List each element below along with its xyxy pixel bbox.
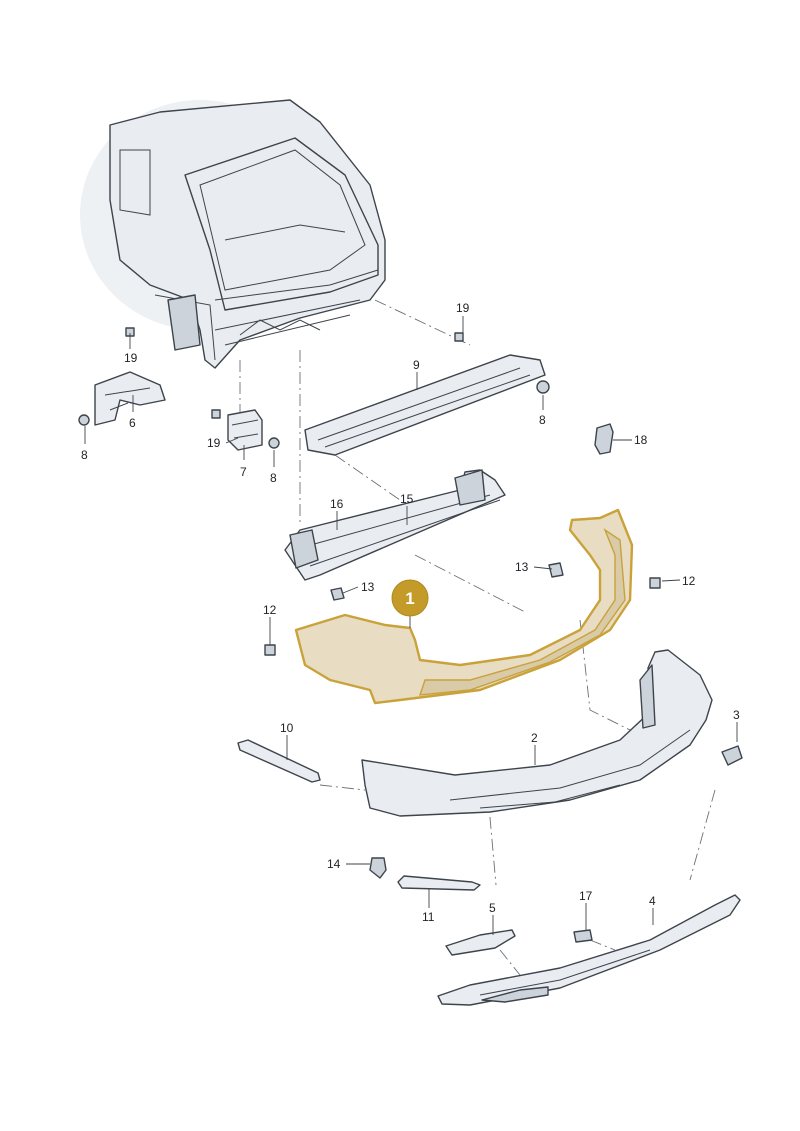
part-14-clip [369, 857, 387, 879]
callout-leader-lines [84, 316, 738, 935]
callout-19b[interactable]: 19 [207, 436, 221, 450]
callout-9[interactable]: 9 [413, 358, 420, 372]
part-7-mounting-bracket [227, 409, 263, 451]
callout-7[interactable]: 7 [240, 465, 247, 479]
callout-14[interactable]: 14 [327, 857, 341, 871]
part-10-reflector-strip [237, 739, 321, 783]
callout-8b[interactable]: 8 [270, 471, 277, 485]
part-15-bumper-carrier [284, 469, 506, 581]
callout-19a[interactable]: 19 [124, 351, 138, 365]
callout-10[interactable]: 10 [280, 721, 294, 735]
part-6-side-bracket [94, 371, 166, 426]
fastener-nuts-and-bolts [78, 327, 661, 656]
part-4-diffuser [437, 894, 741, 1006]
callout-13b[interactable]: 13 [361, 580, 375, 594]
callout-16[interactable]: 16 [330, 497, 344, 511]
part-9-bumper-guide [304, 354, 546, 456]
assembly-guide-lines [239, 299, 716, 976]
callout-17[interactable]: 17 [579, 889, 593, 903]
callout-18[interactable]: 18 [634, 433, 648, 447]
callout-2[interactable]: 2 [531, 731, 538, 745]
part-17-bracket [573, 929, 593, 943]
callout-labels: 19 6 8 19 7 8 19 9 8 18 16 15 13 13 12 1… [81, 301, 740, 924]
callout-12b[interactable]: 12 [263, 603, 277, 617]
vehicle-rear-body [109, 99, 386, 369]
callout-11[interactable]: 11 [422, 910, 435, 924]
callout-13a[interactable]: 13 [515, 560, 529, 574]
callout-8c[interactable]: 8 [539, 413, 546, 427]
callout-1: 1 [405, 589, 414, 608]
part-2-bumper-panel [361, 649, 713, 817]
callout-1-badge[interactable]: 1 [391, 579, 429, 617]
callout-5[interactable]: 5 [489, 901, 496, 915]
callout-6[interactable]: 6 [129, 416, 136, 430]
callout-19c[interactable]: 19 [456, 301, 470, 315]
callout-8a[interactable]: 8 [81, 448, 88, 462]
part-3-clip [721, 745, 743, 766]
part-11-trim-strip [397, 875, 481, 891]
callout-12a[interactable]: 12 [682, 574, 696, 588]
part-1-bumper-cover-highlighted[interactable] [294, 508, 634, 705]
callout-3[interactable]: 3 [733, 708, 740, 722]
part-5-deflector [445, 929, 516, 956]
part-18-cap [594, 423, 614, 455]
callout-4[interactable]: 4 [649, 894, 656, 908]
callout-15[interactable]: 15 [400, 492, 414, 506]
